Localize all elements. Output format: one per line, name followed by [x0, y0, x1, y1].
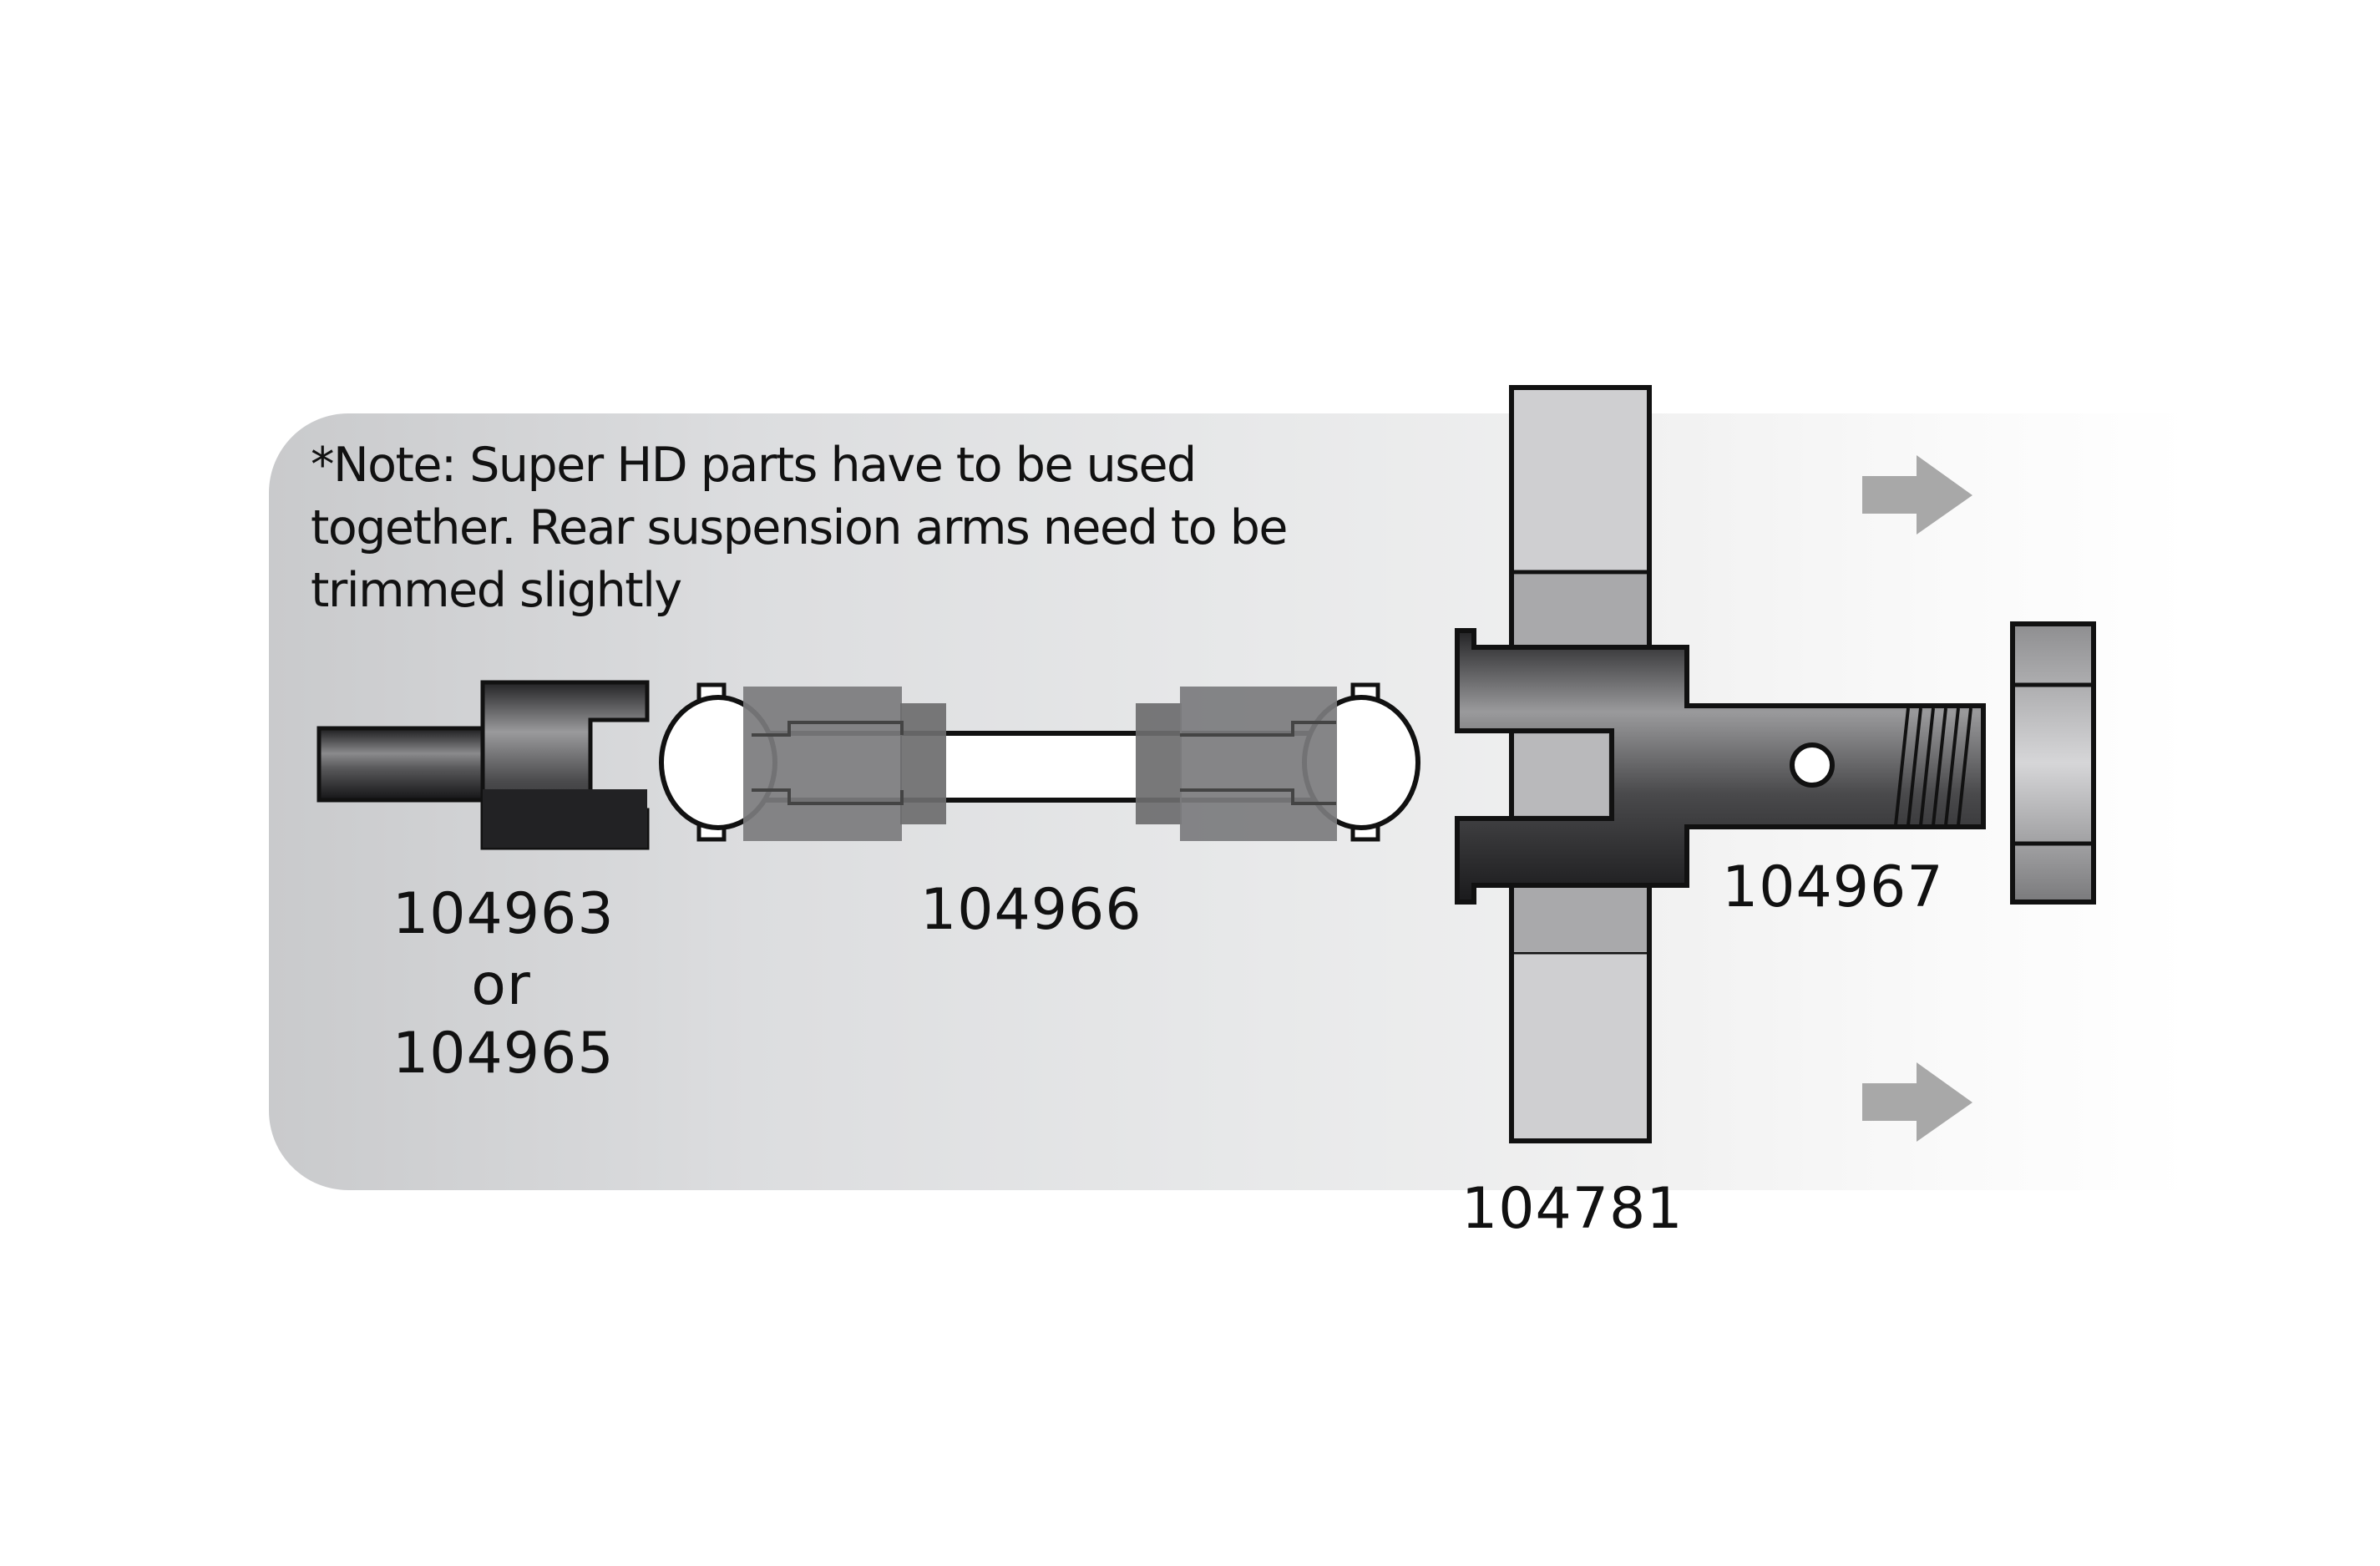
label-104963: 104963 — [392, 881, 615, 947]
note-text: *Note: Super HD parts have to be used to… — [311, 438, 1288, 618]
label-or: or — [471, 952, 531, 1018]
axle-threads — [1894, 707, 1972, 826]
axle-part-104967 — [1455, 628, 1986, 905]
direction-arrow-top — [1862, 455, 1972, 535]
nut-part — [2010, 621, 2096, 905]
label-104966: 104966 — [920, 877, 1142, 943]
label-104967: 104967 — [1722, 854, 1944, 920]
direction-arrow-bottom — [1862, 1062, 1972, 1142]
outdrive-part-104963 — [316, 680, 650, 850]
driveshaft-part-104966 — [659, 682, 1420, 842]
label-104965: 104965 — [392, 1021, 615, 1087]
label-104781: 104781 — [1461, 1176, 1684, 1242]
